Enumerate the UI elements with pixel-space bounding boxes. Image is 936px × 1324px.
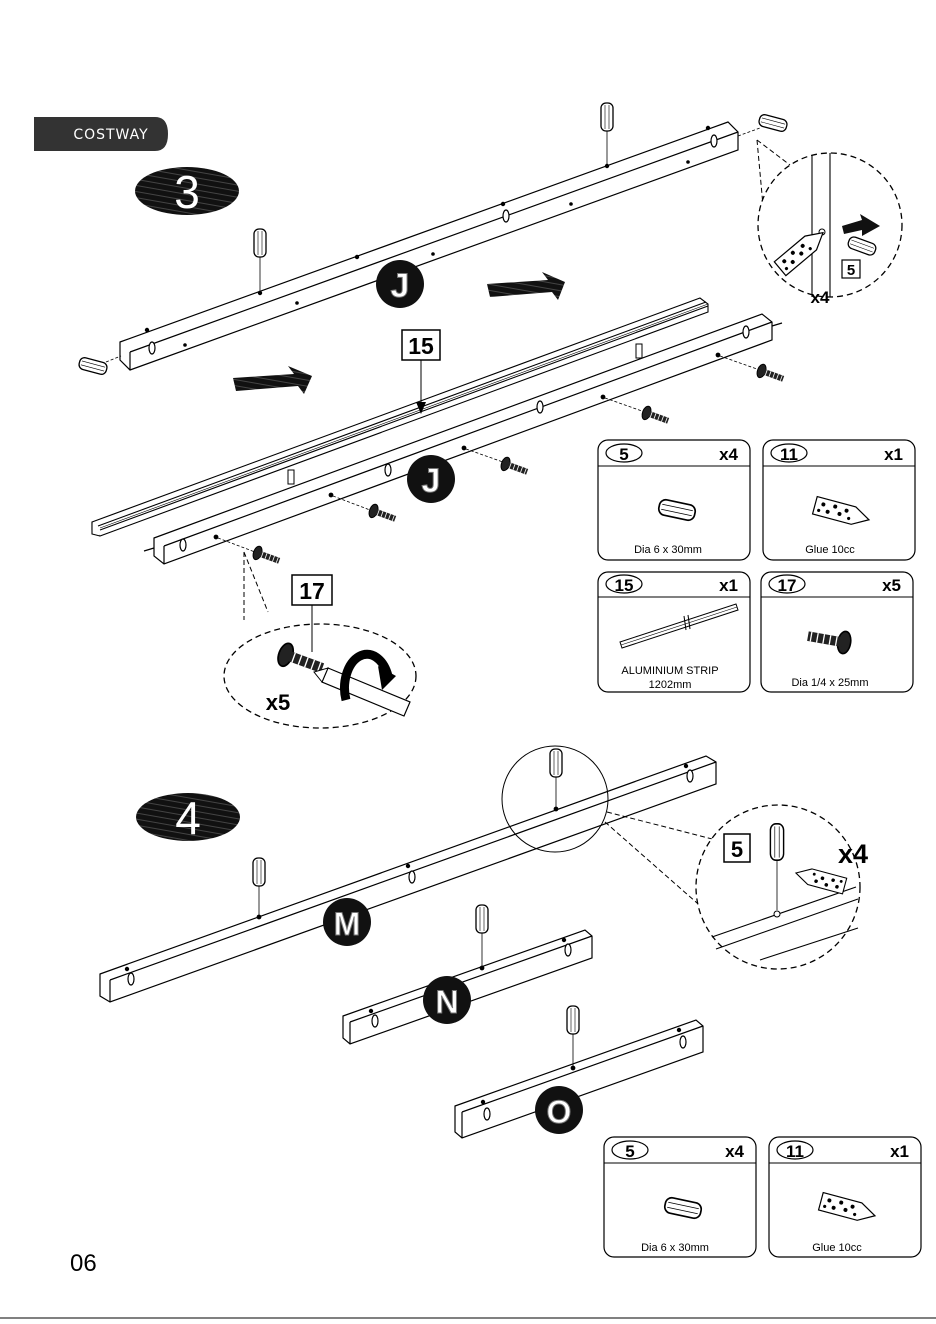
- svg-text:O: O: [547, 1094, 572, 1130]
- quantity-label: x4: [838, 839, 868, 869]
- dowel-icon: [78, 356, 121, 375]
- dowel-icon: [738, 114, 788, 136]
- dowel-icon: [288, 470, 294, 484]
- screw-icon: [720, 356, 786, 385]
- part-callout-5: 5: [731, 837, 743, 862]
- dowel-detail-magnifier: 5 x4: [757, 140, 902, 307]
- svg-text:M: M: [334, 906, 361, 942]
- part-id: 11: [786, 1142, 804, 1161]
- part-desc: Glue 10cc: [812, 1242, 862, 1254]
- parts-box-5: 5 x4 Dia 6 x 30mm: [598, 440, 750, 560]
- arrow-icon: [233, 366, 312, 394]
- part-desc: Dia 1/4 x 25mm: [791, 677, 868, 689]
- quantity-label: x5: [266, 690, 290, 715]
- part-qty: x1: [884, 445, 903, 464]
- rail-n: [343, 930, 592, 1044]
- screw-icon: [605, 398, 671, 427]
- dowel-icon: [601, 103, 613, 165]
- part-label-j: J: [376, 260, 424, 308]
- arrow-icon: [487, 272, 565, 300]
- dowel-icon: [550, 749, 562, 808]
- svg-text:J: J: [422, 462, 441, 500]
- part-callout-5: 5: [847, 262, 855, 279]
- parts-box-11: 11 x1 Glue 10cc: [763, 440, 915, 560]
- part-qty: x1: [890, 1142, 909, 1161]
- part-id: 5: [619, 445, 628, 464]
- screw-icon: [333, 496, 398, 525]
- part-desc: Glue 10cc: [805, 544, 855, 556]
- dowel-icon: [254, 229, 266, 292]
- step-3-number: 3: [174, 166, 200, 218]
- step-4-number: 4: [175, 792, 201, 844]
- step-3-badge: 3: [135, 166, 239, 218]
- brand-tab: COSTWAY: [34, 117, 168, 151]
- dowel-icon: [253, 858, 265, 916]
- part-label-j: J: [407, 455, 455, 503]
- svg-text:17: 17: [299, 578, 325, 604]
- part-id: 5: [625, 1142, 634, 1161]
- part-qty: x1: [719, 576, 738, 595]
- parts-box-5: 5 x4 Dia 6 x 30mm: [604, 1137, 756, 1257]
- part-desc: Dia 6 x 30mm: [634, 544, 702, 556]
- parts-box-15: 15 x1 ALUMINIUM STRIP 1202mm: [598, 572, 750, 692]
- quantity-label: x4: [811, 288, 830, 307]
- dowel-icon: [567, 1006, 579, 1067]
- brand-logo: COSTWAY: [73, 127, 148, 143]
- svg-text:15: 15: [408, 333, 434, 359]
- part-qty: x4: [719, 445, 738, 464]
- part-id: 11: [780, 445, 798, 464]
- screw-icon: [466, 449, 530, 478]
- svg-text:N: N: [435, 984, 458, 1020]
- parts-box-11: 11 x1 Glue 10cc: [769, 1137, 921, 1257]
- part-label-n: N: [423, 976, 471, 1024]
- part-id: 15: [615, 576, 634, 595]
- part-desc: ALUMINIUM STRIP: [621, 665, 718, 677]
- part-label-o: O: [535, 1086, 583, 1134]
- parts-box-17: 17 x5 Dia 1/4 x 25mm: [761, 572, 913, 692]
- screw-detail-magnifier: 17 x5: [224, 552, 416, 728]
- step-4-badge: 4: [136, 792, 240, 844]
- dowel-icon: [476, 905, 488, 967]
- dowel-icon: [636, 344, 642, 358]
- part-desc: Dia 6 x 30mm: [641, 1242, 709, 1254]
- part-qty: x5: [882, 576, 901, 595]
- part-desc-length: 1202mm: [649, 679, 692, 691]
- page-number: 06: [70, 1250, 97, 1277]
- part-id: 17: [778, 576, 797, 595]
- svg-text:J: J: [391, 267, 410, 305]
- part-label-m: M: [323, 898, 371, 946]
- part-qty: x4: [725, 1142, 744, 1161]
- screw-icon: [218, 538, 282, 567]
